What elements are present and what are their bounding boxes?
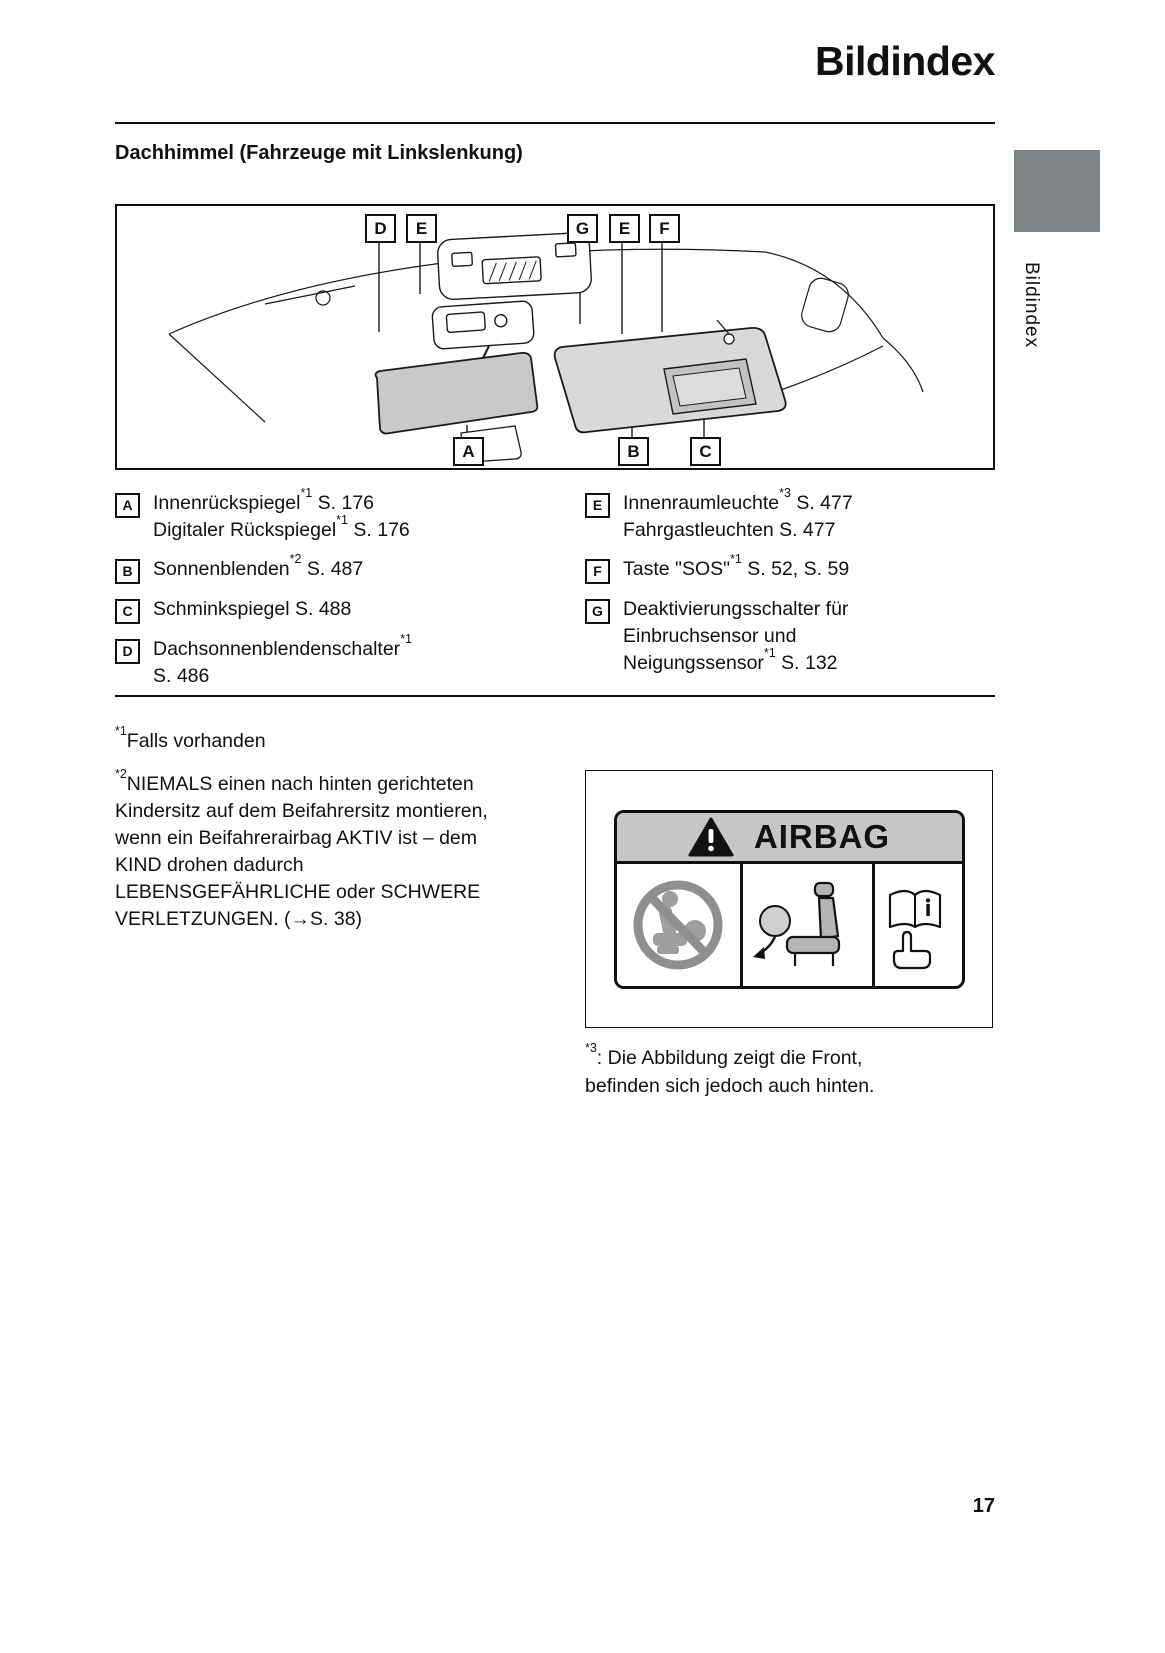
superscript-marker: *3 bbox=[779, 486, 791, 501]
section-heading: Dachhimmel (Fahrzeuge mit Linkslenkung) bbox=[115, 142, 523, 164]
legend-item-text: Schminkspiegel S. 488 bbox=[153, 596, 351, 624]
text-segment: Deaktivierungsschalter für bbox=[623, 598, 849, 620]
superscript-marker: *1 bbox=[300, 486, 313, 501]
text-segment: S. 486 bbox=[153, 665, 210, 687]
legend-line: Neigungssensor*1 S. 132 bbox=[623, 647, 848, 677]
legend-letter-box: C bbox=[115, 599, 140, 624]
text-segment: Digitaler Rückspiegel bbox=[153, 519, 337, 541]
text-segment: Schminkspiegel S. 488 bbox=[153, 598, 352, 620]
legend-line: Einbruchsensor und bbox=[623, 623, 848, 650]
footnote-3-marker: *3 bbox=[585, 1041, 597, 1056]
page-title: Bildindex bbox=[814, 38, 996, 84]
text-segment: Fahrgastleuchten S. 477 bbox=[623, 519, 836, 541]
superscript-marker: *1 bbox=[336, 513, 348, 528]
superscript-marker: *1 bbox=[730, 552, 742, 567]
diagram-callout-G: G bbox=[567, 214, 598, 243]
superscript-marker: *1 bbox=[400, 632, 412, 647]
legend-line: Deaktivierungsschalter für bbox=[623, 596, 848, 623]
footnote-1: *1Falls vorhanden bbox=[115, 725, 515, 755]
legend-line: Digitaler Rückspiegel*1 S. 176 bbox=[153, 514, 410, 544]
text-segment: Dachsonnenblendenschalter bbox=[153, 638, 401, 660]
legend-letter-box: A bbox=[115, 493, 140, 518]
text-segment: S. 52, S. 59 bbox=[741, 558, 850, 580]
legend-item-text: Sonnenblenden*2 S. 487 bbox=[153, 553, 364, 584]
text-segment: Sonnenblenden bbox=[153, 558, 290, 580]
chapter-tab bbox=[1014, 150, 1100, 232]
legend-item-B: B Sonnenblenden*2 S. 487 bbox=[115, 553, 575, 584]
footnote-marker: *1 bbox=[115, 724, 127, 739]
warning-triangle-icon bbox=[688, 817, 734, 856]
legend-line: Dachsonnenblendenschalter*1 bbox=[153, 633, 412, 663]
text-segment: Innenrückspiegel bbox=[153, 492, 301, 514]
diagram-callout-E: E bbox=[406, 214, 437, 243]
footnote-3-text: : Die Abbildung zeigt die Front, befinde… bbox=[585, 1047, 875, 1097]
legend-line: Innenraumleuchte*3 S. 477 bbox=[623, 487, 853, 517]
legend-letter-box: G bbox=[585, 599, 610, 624]
legend-letter-box: B bbox=[115, 559, 140, 584]
legend-line: Sonnenblenden*2 S. 487 bbox=[153, 553, 364, 583]
diagram-callout-D: D bbox=[365, 214, 396, 243]
airbag-warning-label: AIRBAG bbox=[613, 809, 965, 989]
footnote-marker: *2 bbox=[115, 767, 127, 782]
diagram-callout-B: B bbox=[618, 437, 649, 466]
airbag-figure-frame: AIRBAG bbox=[585, 770, 993, 1028]
airbag-pictogram-row bbox=[616, 863, 962, 986]
diagram-callout-A: A bbox=[453, 437, 484, 466]
text-segment: S. 487 bbox=[301, 558, 364, 580]
divider-rule bbox=[115, 695, 995, 697]
text-segment: S. 132 bbox=[775, 652, 838, 674]
page-number: 17 bbox=[972, 1495, 995, 1517]
legend-letter-box: F bbox=[585, 559, 610, 584]
legend-line: Fahrgastleuchten S. 477 bbox=[623, 517, 853, 544]
superscript-marker: *1 bbox=[763, 646, 776, 661]
airbag-label-header: AIRBAG bbox=[616, 812, 962, 864]
legend-letter-box: E bbox=[585, 493, 610, 518]
legend-line: Schminkspiegel S. 488 bbox=[153, 596, 351, 623]
legend-item-C: C Schminkspiegel S. 488 bbox=[115, 596, 575, 624]
footnotes-block: *1Falls vorhanden *2NIEMALS einen nach hi… bbox=[115, 725, 515, 949]
legend-line: Innenrückspiegel*1 S. 176 bbox=[153, 487, 410, 517]
legend-line: S. 486 bbox=[153, 663, 412, 690]
airbag-deployment-icon bbox=[743, 863, 875, 986]
diagram-callout-F: F bbox=[649, 214, 680, 243]
headliner-illustration bbox=[168, 232, 924, 463]
footnote-2: *2NIEMALS einen nach hinten gerichteten … bbox=[115, 768, 515, 933]
superscript-marker: *2 bbox=[289, 552, 302, 567]
legend-item-F: F Taste "SOS"*1 S. 52, S. 59 bbox=[585, 553, 995, 584]
airbag-label-title: AIRBAG bbox=[753, 817, 891, 855]
text-segment: S. 176 bbox=[347, 519, 410, 541]
diagram-callout-C: C bbox=[690, 437, 721, 466]
diagram-callout-E: E bbox=[609, 214, 640, 243]
no-rear-facing-child-seat-icon bbox=[617, 863, 743, 986]
text-segment: Neigungssensor bbox=[623, 652, 764, 674]
text-segment: Einbruchsensor und bbox=[623, 625, 797, 647]
text-segment: S. 176 bbox=[312, 492, 375, 514]
legend-letter-box: D bbox=[115, 639, 140, 664]
footnote-3: *3: Die Abbildung zeigt die Front, befin… bbox=[585, 1041, 935, 1100]
legend-item-text: Taste "SOS"*1 S. 52, S. 59 bbox=[623, 553, 850, 584]
text-segment: Innenraumleuchte bbox=[623, 492, 780, 514]
text-segment: S. 477 bbox=[790, 492, 853, 514]
chapter-tab-label: Bildindex bbox=[1021, 262, 1042, 349]
title-rule bbox=[115, 122, 995, 124]
footnote-text: NIEMALS einen nach hinten gerichteten Ki… bbox=[115, 773, 488, 930]
legend-line: Taste "SOS"*1 S. 52, S. 59 bbox=[623, 553, 850, 583]
owners-manual-reference-icon bbox=[875, 864, 962, 986]
text-segment: Taste "SOS" bbox=[623, 558, 731, 580]
footnote-text: Falls vorhanden bbox=[126, 730, 266, 752]
